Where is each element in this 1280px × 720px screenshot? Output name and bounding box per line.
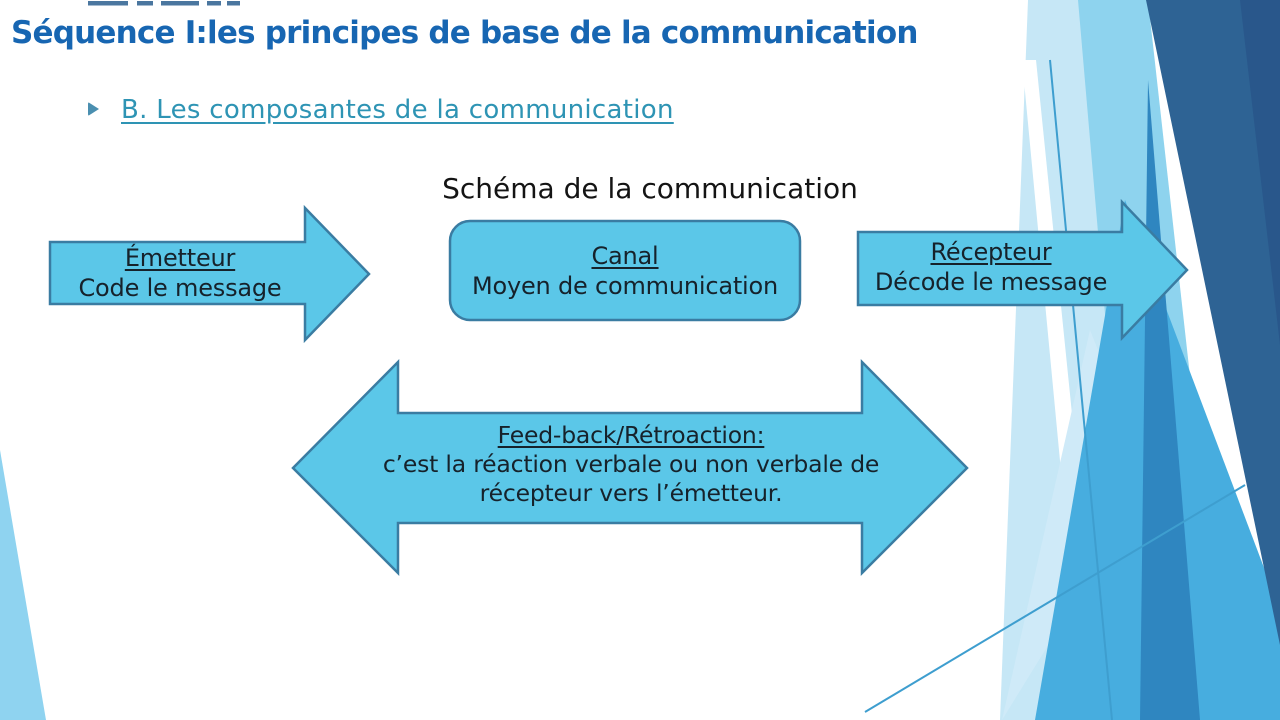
feedback-line1: c’est la réaction verbale ou non verbale… <box>382 450 880 478</box>
receiver-title: Récepteur <box>930 238 1052 266</box>
emitter-subtitle: Code le message <box>78 274 282 302</box>
receiver-subtitle: Décode le message <box>874 268 1108 296</box>
decor-navy-dark-wedge <box>1240 0 1280 345</box>
diagram-title: Schéma de la communication <box>442 172 858 205</box>
subtitle-link[interactable]: B. Les composantes de la communication <box>121 95 674 125</box>
feedback-title: Feed-back/Rétroaction: <box>497 421 765 449</box>
decor-navy-wedge <box>1146 0 1280 645</box>
receiver-arrow-shape <box>856 198 1189 342</box>
decor-thin-line-diagonal <box>864 484 1246 713</box>
feedback-double-arrow-shape <box>291 358 969 577</box>
channel-subtitle: Moyen de communication <box>471 272 779 300</box>
page-title: Séquence I:les principes de base de la c… <box>11 15 918 51</box>
feedback-line2: récepteur vers l’émetteur. <box>479 479 783 507</box>
diagram-shapes <box>48 198 1189 577</box>
emitter-title: Émetteur <box>124 244 236 272</box>
emitter-label: Émetteur Code le message <box>55 243 305 303</box>
top-edge-artifact <box>88 1 240 6</box>
chevron-right-icon <box>88 102 99 116</box>
feedback-label: Feed-back/Rétroaction: c’est la réaction… <box>332 421 930 508</box>
subtitle-row: B. Les composantes de la communication <box>86 95 846 129</box>
channel-label: Canal Moyen de communication <box>452 241 798 301</box>
decor-bottom-left-wedge <box>0 450 46 720</box>
decor-thin-line-vertical <box>1049 59 1113 720</box>
channel-title: Canal <box>591 242 659 270</box>
receiver-label: Récepteur Décode le message <box>860 237 1122 297</box>
emitter-arrow-shape <box>48 204 371 344</box>
channel-box-shape <box>448 219 802 322</box>
